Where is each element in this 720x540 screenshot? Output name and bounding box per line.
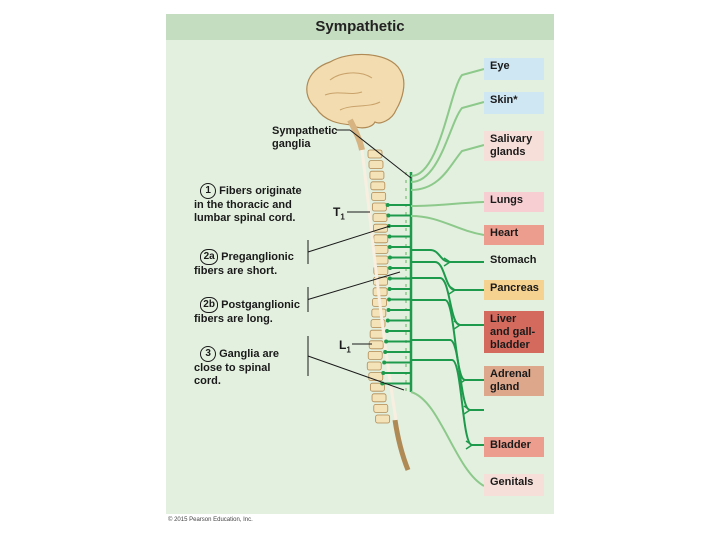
fiber-genitals [410,391,485,487]
step-3-number: 3 [200,346,217,362]
ganglia-label: Sympathetic ganglia [272,125,338,150]
fiber-head-1 [410,101,485,183]
sacrum [392,419,411,471]
fiber-lungs [410,201,485,207]
organ-stomach: Stomach [484,252,544,272]
step-2a-text: Preganglionic fibers are short. [194,250,294,277]
vertebra [366,361,382,371]
vertebra [371,393,387,403]
fiber-origin [387,245,392,249]
vertebra [375,414,391,424]
spinal-cord [360,149,398,421]
postganglionic-fiber-5 [411,359,484,446]
fiber-origin [381,371,386,375]
organ-bladder: Bladder [484,437,544,457]
fiber-origin [387,266,392,270]
step-1-text: Fibers originate in the thoracic and lum… [194,184,302,224]
copyright: © 2015 Pearson Education, Inc. [168,517,253,523]
fiber-origin [387,255,392,260]
leader-step-1 [307,271,401,300]
postganglionic-fiber-1 [411,261,484,291]
nerve-fibers [380,68,485,487]
step-2b-number: 2b [200,297,219,313]
organ-skin: Skin* [484,92,544,114]
step-1-number: 1 [200,183,217,199]
vertebra [368,160,384,170]
fiber-origin [385,318,390,323]
fiber-origin [385,203,390,207]
organ-lungs: Lungs [484,192,544,212]
organ-liver-gallbladder: Liver and gall- bladder [484,311,544,353]
synapse-mark [465,440,474,450]
step-3-text: Ganglia are close to spinal cord. [194,347,280,387]
fiber-origin [385,329,390,333]
fiber-heart [410,215,485,236]
organ-genitals: Genitals [484,474,544,496]
leader-ganglia-diag [349,129,412,179]
vertebra [371,308,387,318]
synapse-mark [448,285,457,295]
fiber-origin [387,287,392,291]
t1-label: T1 [333,205,345,222]
spinal-column [360,149,411,471]
synapse-mark [453,320,462,330]
fiber-origin [387,234,392,239]
step-2a-number: 2a [200,249,219,265]
fiber-origin [387,297,392,302]
vertebra [371,202,387,212]
fiber-origin [386,308,391,312]
step-2b-text: Postganglionic fibers are long. [194,298,300,325]
fiber-origin [387,276,392,281]
label-leader-lines [307,129,412,391]
vertebra [370,181,386,191]
fiber-origin [384,339,389,344]
organ-adrenal-gland: Adrenal gland [484,366,544,396]
fiber-head-0 [410,68,485,177]
synapse-mark [443,257,452,267]
leader-step-0 [307,225,391,253]
organ-heart: Heart [484,225,544,245]
vertebra [371,191,387,201]
fiber-head-2 [410,144,485,191]
fiber-origin [383,350,388,354]
vertebra [368,372,384,382]
fiber-origin [386,213,391,218]
vertebra [373,403,389,413]
title-bar [166,14,554,40]
organ-eye: Eye [484,58,544,80]
vertebra [369,170,385,180]
organ-pancreas: Pancreas [484,280,544,300]
vertebra [372,213,388,223]
vertebra [367,350,383,360]
diagram-title: Sympathetic [315,18,405,35]
vertebra [369,382,385,392]
leader-step-2 [307,355,405,391]
organ-salivary-glands: Salivary glands [484,131,544,161]
synapse-mark [463,405,472,415]
fiber-origin [382,360,387,365]
vertebra [373,244,389,254]
l1-label: L1 [339,338,351,355]
vertebra [373,234,389,244]
vertebra [368,340,384,350]
